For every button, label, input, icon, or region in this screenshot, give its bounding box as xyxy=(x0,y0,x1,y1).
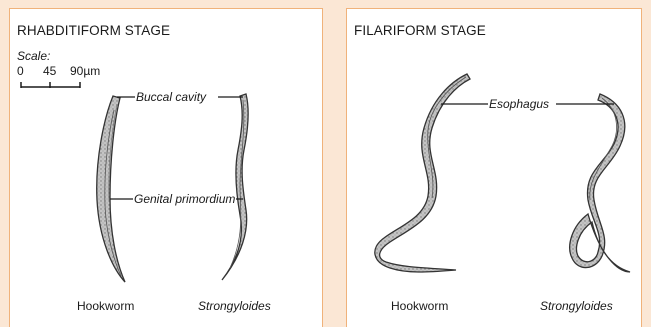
filariform-strongyloides-larva xyxy=(570,94,630,272)
esophagus-label: Esophagus xyxy=(488,97,550,111)
buccal-cavity-label: Buccal cavity xyxy=(135,90,207,104)
rhabditiform-strongyloides-larva xyxy=(222,94,248,280)
rhabditiform-hookworm-larva xyxy=(97,96,125,282)
callout-leaders xyxy=(110,97,614,199)
scale-bar xyxy=(21,82,80,88)
genital-primordium-label: Genital primordium xyxy=(133,192,236,206)
